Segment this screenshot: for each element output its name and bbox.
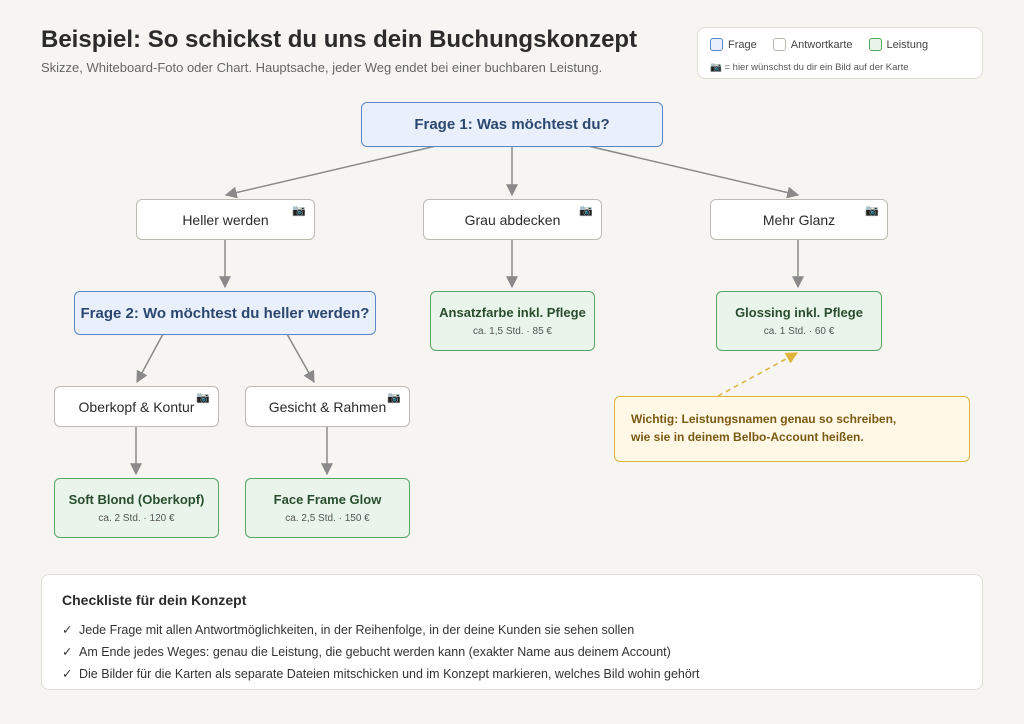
checklist-item-text: Jede Frage mit allen Antwortmöglichkeite…: [79, 623, 635, 637]
answer-grau-abdecken: Grau abdecken 📷: [423, 199, 602, 240]
legend-swatch-antwortkarte: [772, 38, 786, 51]
checklist-title: Checkliste für dein Konzept: [62, 592, 247, 608]
leistung-glossing-meta: ca. 1 Std. · 60 €: [763, 326, 835, 337]
legend-swatch-frage: [710, 38, 723, 51]
checklist-item-text: Am Ende jedes Weges: genau die Leistung,…: [79, 645, 671, 659]
checklist-item: ✓ Am Ende jedes Weges: genau die Leistung…: [62, 641, 699, 663]
leistung-soft-blond-meta: ca. 2 Std. · 120 €: [98, 513, 175, 524]
checklist-items: ✓ Jede Frage mit allen Antwortmöglichkeit…: [62, 619, 699, 685]
leistung-glossing: Glossing inkl. Pflege ca. 1 Std. · 60 €: [716, 291, 882, 351]
legend-label-antwortkarte: Antwortkarte: [790, 38, 853, 51]
answer-gesicht-rahmen-label: Gesicht & Rahmen: [268, 398, 387, 415]
answer-mehr-glanz-label: Mehr Glanz: [762, 211, 836, 228]
answer-grau-abdecken-label: Grau abdecken: [464, 211, 561, 228]
legend-label-frage: Frage: [728, 38, 757, 51]
edge-note-glossing: [717, 352, 799, 397]
check-icon: ✓: [62, 667, 73, 681]
checklist-item-text: Die Bilder für die Karten als separate D…: [79, 667, 700, 681]
legend-camera-note: 📷 = hier wünschst du dir ein Bild auf de…: [710, 62, 909, 73]
page-title: Beispiel: So schickst du uns dein Buchun…: [41, 26, 638, 53]
legend-label-leistung: Leistung: [886, 38, 929, 51]
answer-mehr-glanz: Mehr Glanz 📷: [710, 199, 888, 240]
question-1-label: Frage 1: Was möchtest du?: [414, 116, 610, 133]
page-subtitle: Skizze, Whiteboard-Foto oder Chart. Haup…: [41, 60, 603, 75]
checklist-item: ✓ Jede Frage mit allen Antwortmöglichkeit…: [62, 619, 699, 641]
camera-icon: 📷: [865, 205, 879, 217]
check-icon: ✓: [62, 645, 73, 659]
camera-icon: 📷: [579, 205, 593, 217]
question-2-label: Frage 2: Wo möchtest du heller werden?: [80, 304, 370, 322]
edge-q1-heller: [224, 145, 437, 199]
hinweis-line-2: wie sie in deinem Belbo-Account heißen.: [631, 430, 864, 444]
hinweis-note: Wichtig: Leistungsnamen genau so schreib…: [614, 396, 970, 462]
leistung-ansatzfarbe-meta: ca. 1,5 Std. · 85 €: [473, 326, 552, 337]
question-1: Frage 1: Was möchtest du?: [361, 102, 663, 147]
hinweis-line-1: Wichtig: Leistungsnamen genau so schreib…: [631, 412, 897, 426]
checklist-item: ✓ Die Bilder für die Karten als separate …: [62, 663, 699, 685]
edge-q2-gesicht: [286, 333, 315, 384]
leistung-face-frame-glow-name: Face Frame Glow: [273, 492, 382, 507]
answer-heller-werden-label: Heller werden: [182, 211, 269, 228]
legend-row: Frage Antwortkarte Leistung: [710, 38, 944, 51]
leistung-glossing-name: Glossing inkl. Pflege: [735, 305, 863, 320]
camera-icon: 📷: [292, 205, 306, 217]
camera-icon: 📷: [387, 392, 401, 404]
legend-item-leistung: Leistung: [868, 38, 929, 51]
leistung-face-frame-glow: Face Frame Glow ca. 2,5 Std. · 150 €: [245, 478, 410, 538]
legend-item-antwortkarte: Antwortkarte: [772, 38, 853, 51]
checklist-card: Checkliste für dein Konzept ✓ Jede Frage …: [41, 574, 983, 690]
legend: Frage Antwortkarte Leistung 📷 = hier wün…: [697, 27, 983, 79]
edge-q2-oberkopf: [136, 333, 164, 384]
legend-swatch-leistung: [868, 38, 882, 51]
answer-oberkopf-kontur: Oberkopf & Kontur 📷: [54, 386, 219, 427]
leistung-ansatzfarbe: Ansatzfarbe inkl. Pflege ca. 1,5 Std. · …: [430, 291, 595, 351]
check-icon: ✓: [62, 623, 73, 637]
leistung-ansatzfarbe-name: Ansatzfarbe inkl. Pflege: [439, 305, 586, 320]
question-2: Frage 2: Wo möchtest du heller werden?: [74, 291, 376, 335]
answer-heller-werden: Heller werden 📷: [136, 199, 315, 240]
answer-oberkopf-kontur-label: Oberkopf & Kontur: [78, 398, 195, 415]
edge-q1-glanz: [587, 145, 800, 199]
answer-gesicht-rahmen: Gesicht & Rahmen 📷: [245, 386, 410, 427]
leistung-soft-blond-name: Soft Blond (Oberkopf): [68, 492, 205, 507]
legend-item-frage: Frage: [710, 38, 757, 51]
leistung-face-frame-glow-meta: ca. 2,5 Std. · 150 €: [285, 513, 370, 524]
leistung-soft-blond: Soft Blond (Oberkopf) ca. 2 Std. · 120 €: [54, 478, 219, 538]
camera-icon: 📷: [196, 392, 210, 404]
